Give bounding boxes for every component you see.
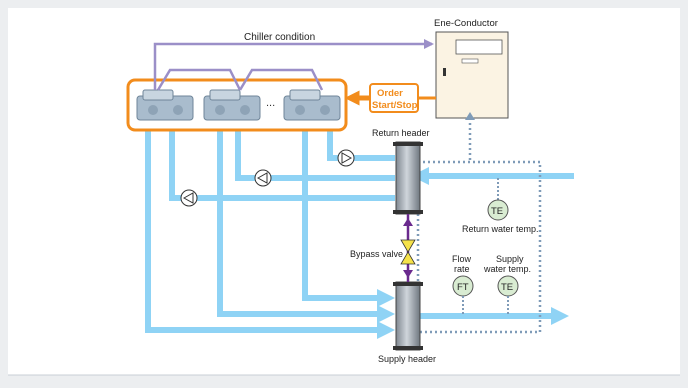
return-pipe-1 <box>321 113 395 161</box>
supply-pipe-2 <box>217 122 395 323</box>
return-pipe-3 <box>163 113 395 201</box>
sensor-group-box <box>416 160 542 334</box>
te-return-sensor: TE <box>487 199 509 221</box>
chiller-condition-label: Chiller condition <box>244 32 315 43</box>
return-header-label: Return header <box>372 128 430 138</box>
pipe-network <box>145 113 574 339</box>
start-stop-label: Start/Stop <box>372 100 418 111</box>
chiller-condition-signal <box>153 39 434 91</box>
supply-header-cap <box>393 346 423 350</box>
water-temp-label: water temp. <box>483 264 531 274</box>
supply-header-label: Supply header <box>378 354 436 364</box>
panel-button <box>461 58 479 64</box>
supply-label: Supply <box>496 254 524 264</box>
supply-pipe-3 <box>145 122 395 339</box>
return-header <box>395 141 421 215</box>
chiller-unit <box>283 89 341 121</box>
rate-label: rate <box>454 264 470 274</box>
chiller-ellipsis: ... <box>266 97 275 109</box>
te-supply-text: TE <box>501 282 513 293</box>
order-label: Order <box>377 88 403 99</box>
return-water-temp-label: Return water temp. <box>462 224 539 234</box>
diagram-panel <box>8 8 680 375</box>
control-link-arrow <box>465 112 475 120</box>
supply-header-cap <box>393 282 423 286</box>
chiller-unit <box>203 89 261 121</box>
pump-icon <box>337 149 355 167</box>
pump-icon <box>254 169 272 187</box>
ft-text: FT <box>457 282 469 293</box>
return-header-cap <box>393 210 423 214</box>
pump-icon <box>180 189 198 207</box>
ene-conductor-label: Ene-Conductor <box>434 18 498 29</box>
bypass-arrow-up <box>403 218 413 226</box>
panel-display <box>455 39 503 55</box>
pumps <box>180 149 355 207</box>
flow-label: Flow <box>452 254 472 264</box>
return-pipe-2 <box>229 113 395 181</box>
bypass-valve-label: Bypass valve <box>350 249 403 259</box>
ft-sensor: FT <box>452 275 474 297</box>
bypass-arrow-down <box>403 270 413 278</box>
return-header-cap <box>393 142 423 146</box>
order-box <box>369 83 419 113</box>
bypass-valve-icon <box>400 239 416 265</box>
te-supply-sensor: TE <box>497 275 519 297</box>
supply-header <box>395 281 421 351</box>
supply-pipe-1 <box>302 122 395 307</box>
chiller-unit <box>136 89 194 121</box>
te-return-text: TE <box>491 206 503 217</box>
panel-handle <box>443 68 446 76</box>
